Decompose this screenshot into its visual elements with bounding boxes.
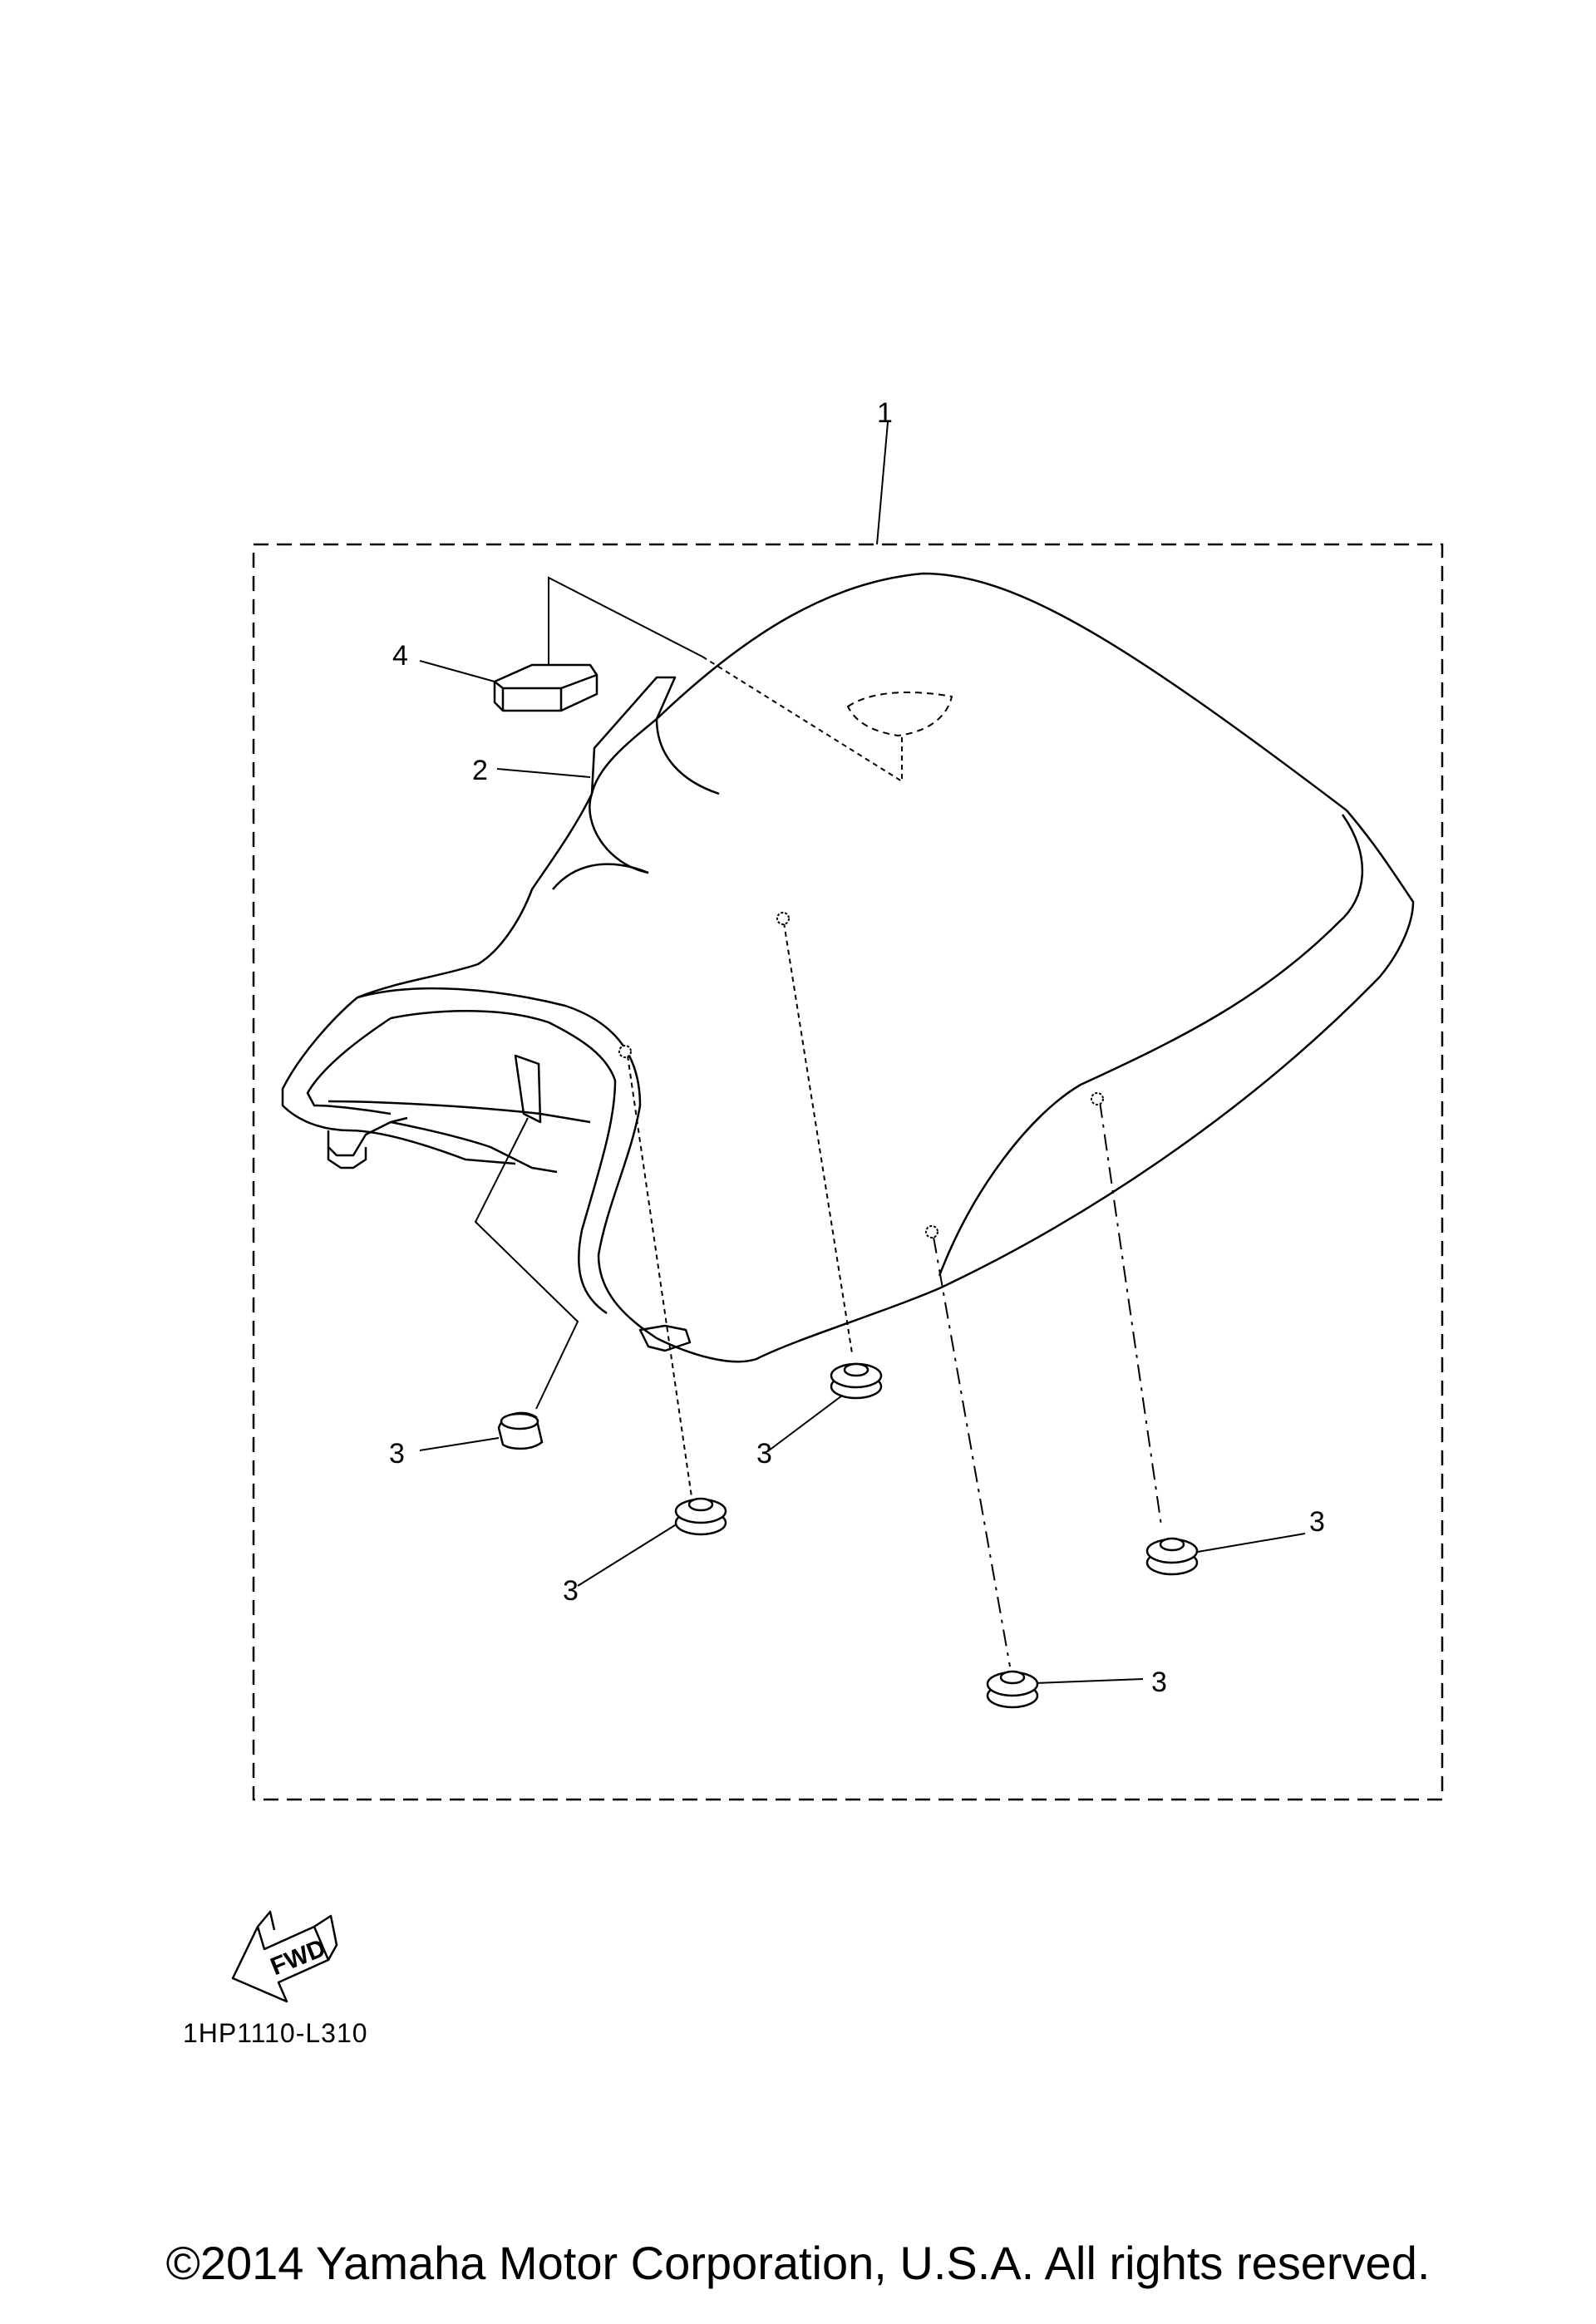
leader-grommet-d: [1192, 1533, 1306, 1553]
seat-top-edge: [656, 572, 1347, 811]
seat-inner-support: [514, 1054, 542, 1124]
callout-part-3-bottom: 3: [1151, 1667, 1167, 1698]
callout-part-1: 1: [877, 397, 893, 429]
leader-part-4: [419, 660, 495, 682]
leader-grommet-left-bracket: [474, 1117, 579, 1410]
seat-assembly: [281, 572, 1415, 1363]
mount-guide-lines: [627, 922, 1162, 1667]
guide-pad-to-seat-dotted: [702, 656, 903, 783]
leader-grommet-a: [419, 1437, 500, 1451]
mount-guide-3: [933, 1236, 1011, 1667]
seat-inner-channel-lower: [348, 1129, 516, 1165]
grommet-left: [497, 1411, 544, 1450]
grommets: [497, 1362, 1199, 1709]
callout-part-4: 4: [392, 640, 408, 672]
mount-hole-3: [925, 1225, 938, 1238]
seat-rear-tab: [638, 1324, 692, 1352]
seat-hook-stem: [390, 1120, 558, 1174]
mount-guide-2: [783, 922, 853, 1354]
mount-guide-1: [627, 1055, 693, 1504]
leader-grommet-e: [1034, 1678, 1144, 1684]
mount-hole-2: [776, 912, 790, 925]
seat-rim-curve: [390, 1010, 617, 1315]
leader-lines: [419, 576, 1306, 1684]
guide-pad-to-seat: [548, 576, 703, 665]
seat-right-side: [656, 810, 1415, 1363]
seat-rim-curve-outer: [357, 987, 658, 1340]
fwd-arrow-icon: FWD: [231, 1910, 338, 2003]
seat-front-rim-inner: [306, 1017, 392, 1115]
leader-grommet-b: [768, 1387, 853, 1451]
mount-hole-1: [618, 1045, 632, 1058]
seat-front-tab: [590, 676, 677, 795]
leader-grommet-c: [577, 1520, 682, 1587]
leader-part-2: [496, 768, 591, 778]
seat-front-rim-outer: [281, 997, 358, 1132]
callout-part-3-center: 3: [756, 1438, 772, 1470]
seat-neck-inner-seam: [552, 863, 649, 890]
mount-guide-4: [1099, 1100, 1162, 1526]
seat-inner-channel: [328, 1100, 591, 1124]
seat-neck-seam: [655, 718, 720, 795]
part-4-pad: [493, 663, 598, 712]
callout-part-3-lower: 3: [563, 1575, 579, 1607]
diagram-code: 1HP1110-L310: [183, 2018, 368, 2048]
part-2-pad-dashed: [847, 692, 953, 736]
callout-part-3-left: 3: [389, 1438, 405, 1470]
seat-right-seam: [938, 814, 1364, 1277]
seat-hook-left-tab: [327, 1147, 367, 1169]
mount-holes: [618, 912, 1104, 1238]
grommet-center: [830, 1362, 883, 1400]
mount-hole-4: [1091, 1092, 1104, 1105]
copyright-notice: ©2014 Yamaha Motor Corporation, U.S.A. A…: [165, 2237, 1431, 2289]
grommet-right: [1145, 1537, 1199, 1576]
grommet-bottom: [986, 1670, 1039, 1709]
callout-part-3-right: 3: [1309, 1506, 1325, 1538]
leader-line-part-1: [876, 421, 889, 545]
grommet-lower-left: [674, 1497, 727, 1536]
seat-neck-side: [357, 793, 594, 999]
assembly-boundary-box: [252, 543, 1444, 1801]
callout-part-2: 2: [472, 755, 488, 786]
